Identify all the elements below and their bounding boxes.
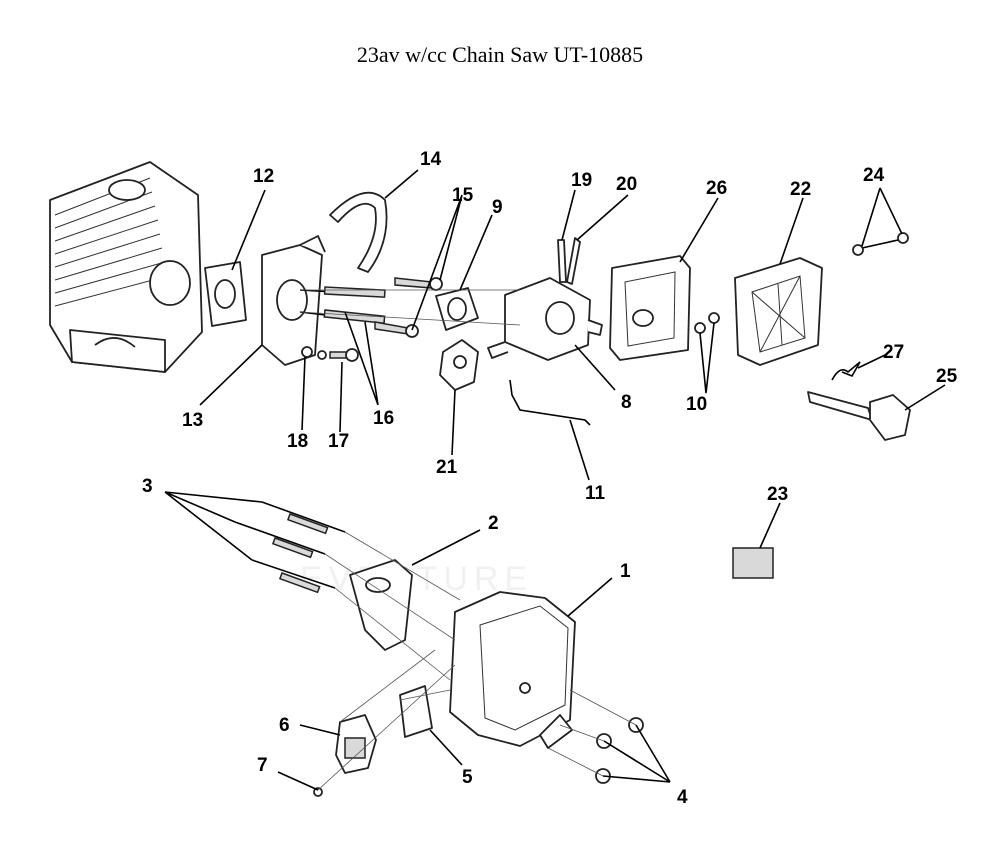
callout-10: 10: [686, 394, 707, 415]
impulse-hose-14: [329, 191, 388, 273]
gasket-12: [204, 261, 247, 327]
watermark: EVENTURE: [300, 560, 533, 598]
long-studs: [299, 286, 386, 325]
carburetor-gasket-9: [435, 287, 479, 331]
screws-24: [852, 232, 909, 256]
carburetor-8: [487, 277, 603, 361]
filter-element-23: [732, 547, 774, 579]
nuts-10: [694, 312, 720, 334]
alignment-lines: [299, 289, 637, 791]
callout-12: 12: [253, 166, 274, 187]
callout-4: 4: [677, 787, 688, 808]
callout-15: 15: [452, 185, 474, 206]
air-filter-cover-22: [734, 257, 823, 366]
screw-17: [329, 348, 359, 362]
intake-adaptor-13: [261, 235, 326, 366]
callout-11: 11: [585, 483, 606, 504]
callout-24: 24: [863, 165, 885, 186]
callout-6: 6: [279, 715, 290, 736]
callout-3: 3: [142, 476, 153, 497]
callout-27: 27: [883, 342, 904, 363]
throttle-link-11: [509, 379, 591, 426]
screw-7: [313, 787, 323, 797]
muffler-bolts-3: [234, 501, 346, 594]
callout-22: 22: [790, 179, 811, 200]
callout-25: 25: [936, 366, 958, 387]
callout-21: 21: [436, 457, 458, 478]
callout-labels: 1 2 3 4 5 6 7 8 9 10 11 12 13 14 15 16 1…: [142, 149, 958, 808]
callout-1: 1: [620, 561, 631, 582]
callout-20: 20: [616, 174, 637, 195]
callout-9: 9: [492, 197, 503, 218]
spark-screen-5: [399, 685, 433, 738]
callout-17: 17: [328, 431, 349, 452]
muffler-1: [449, 591, 576, 749]
callout-16: 16: [373, 408, 394, 429]
callout-8: 8: [621, 392, 632, 413]
callout-7: 7: [257, 755, 268, 776]
bolts-15: [374, 277, 443, 338]
deflector-6: [335, 714, 377, 774]
callout-18: 18: [287, 431, 308, 452]
air-filter-base-26: [609, 255, 691, 361]
callout-23: 23: [767, 484, 788, 505]
washer-18: [301, 346, 327, 360]
callout-26: 26: [706, 178, 727, 199]
callout-13: 13: [182, 410, 203, 431]
throttle-handle-25: [807, 391, 911, 441]
callout-5: 5: [462, 767, 473, 788]
callout-2: 2: [488, 513, 499, 534]
muffler-gasket-2: [349, 559, 413, 651]
leader-lines: [164, 169, 946, 791]
spring-27: [831, 361, 861, 381]
fuel-lines-19-20: [557, 237, 581, 285]
callout-14: 14: [420, 149, 442, 170]
page-title: 23av w/cc Chain Saw UT-10885: [356, 42, 644, 67]
callout-19: 19: [571, 170, 592, 191]
choke-21: [439, 339, 479, 391]
cylinder: [49, 161, 203, 373]
